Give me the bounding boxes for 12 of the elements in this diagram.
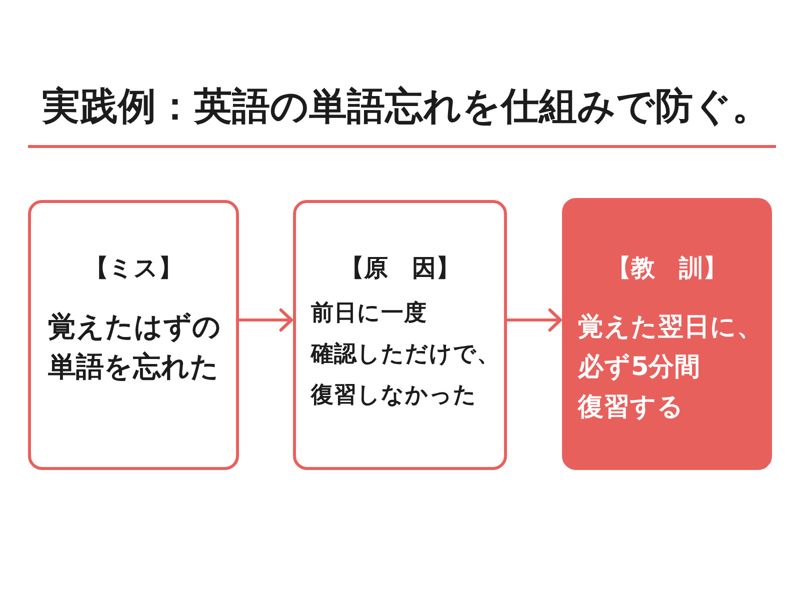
process-box <box>562 198 772 470</box>
box-heading: 【ミス】 <box>84 253 184 283</box>
arrow <box>239 308 293 332</box>
process-box <box>293 200 507 470</box>
arrow <box>507 308 562 332</box>
process-box <box>28 200 239 470</box>
box-text: 覚えたはずの単語を忘れた <box>48 309 221 385</box>
box-text: 覚えた翌日に、必ず5分間復習する <box>578 311 763 424</box>
box-heading: 【教 訓】 <box>606 253 728 283</box>
box-text: 前日に一度確認しただけで、復習しなかった <box>311 298 500 410</box>
title: 実践例：英語の単語忘れを仕組みで防ぐ。 <box>42 83 770 130</box>
box-heading: 【原 因】 <box>339 253 461 283</box>
